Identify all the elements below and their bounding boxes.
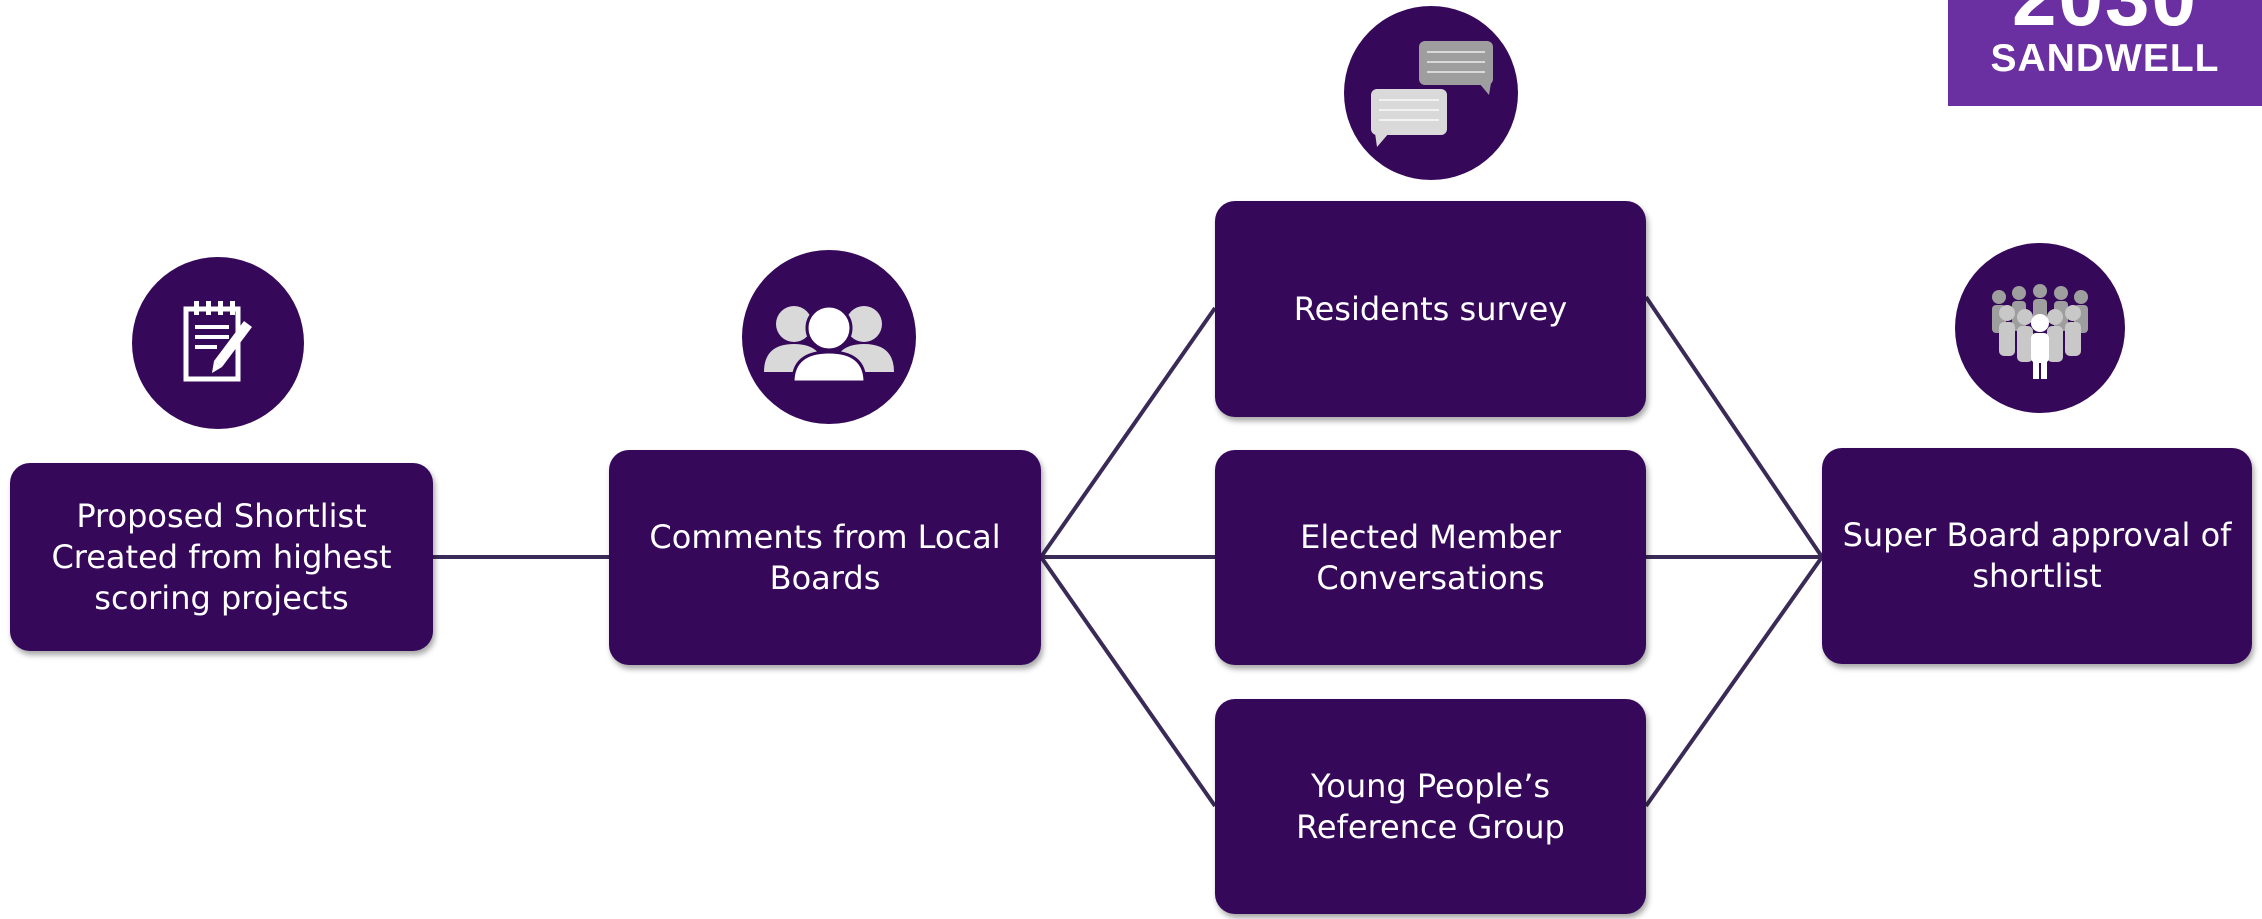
- step-proposed-shortlist: Proposed Shortlist Created from highest …: [10, 463, 433, 651]
- connector-residents-survey-to-super-board: [1644, 295, 1824, 559]
- connector-local-boards-to-residents-survey: [1039, 306, 1217, 559]
- step-proposed-shortlist-label: Proposed Shortlist Created from highest …: [51, 496, 392, 617]
- step-residents-survey: Residents survey: [1215, 201, 1646, 417]
- step-residents-survey-label: Residents survey: [1293, 289, 1568, 328]
- sandwell-2030-logo: 2030 SANDWELL: [1948, 0, 2262, 106]
- connector-local-boards-to-young-people: [1039, 555, 1217, 808]
- crowd-icon: [1955, 243, 2125, 413]
- notepad-pencil-icon: [132, 257, 304, 429]
- step-elected-member-conversations-label: Elected Member Conversations: [1300, 517, 1561, 597]
- people-group-icon: [742, 250, 916, 424]
- step-young-peoples-reference-group-label: Young People’s Reference Group: [1296, 766, 1565, 846]
- connector-young-people-to-super-board: [1644, 555, 1824, 808]
- logo-year: 2030: [2012, 0, 2198, 38]
- step-comments-local-boards-label: Comments from Local Boards: [649, 517, 1001, 597]
- speech-bubbles-icon: [1344, 6, 1518, 180]
- step-comments-local-boards: Comments from Local Boards: [609, 450, 1041, 665]
- step-super-board-approval-label: Super Board approval of shortlist: [1842, 516, 2232, 595]
- logo-place: SANDWELL: [1990, 37, 2220, 80]
- step-elected-member-conversations: Elected Member Conversations: [1215, 450, 1646, 665]
- step-super-board-approval: Super Board approval of shortlist: [1822, 448, 2252, 664]
- step-young-peoples-reference-group: Young People’s Reference Group: [1215, 699, 1646, 914]
